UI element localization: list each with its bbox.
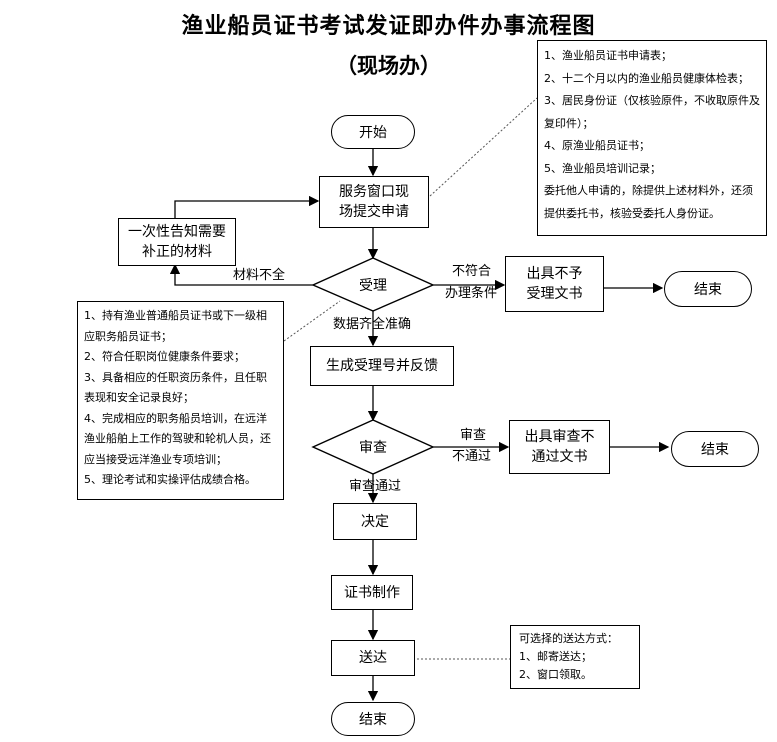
- materials-note-line: 委托他人申请的，除提供上述材料外，还须提供委托书，核验受委托人身份证。: [544, 184, 753, 220]
- edge-label-not-meet-2: 办理条件: [445, 286, 498, 301]
- leader-materials-note: [429, 97, 538, 197]
- deliver-box: 送达: [331, 640, 415, 676]
- arrow-notify-submit: [174, 195, 320, 218]
- edge-label-complete: 数据齐全准确: [333, 317, 412, 332]
- accept-diamond: [311, 257, 435, 312]
- conditions-note-line: 2、符合任职岗位健康条件要求；: [84, 350, 245, 363]
- review-diamond: [311, 419, 435, 475]
- leader-conditions-note: [283, 300, 341, 342]
- review-fail-document-box: 出具审查不通过文书: [509, 420, 610, 474]
- conditions-note-line: 1、持有渔业普通船员证书或下一级相应职务船员证书；: [84, 309, 267, 343]
- edge-label-review-fail-1: 审查: [460, 428, 487, 443]
- conditions-note: 1、持有渔业普通船员证书或下一级相应职务船员证书； 2、符合任职岗位健康条件要求…: [77, 301, 284, 500]
- produce-certificate-box: 证书制作: [331, 575, 413, 610]
- start-node: 开始: [331, 115, 415, 149]
- generate-number-box: 生成受理号并反馈: [310, 346, 454, 386]
- edge-label-review-fail-2: 不通过: [452, 449, 492, 464]
- conditions-note-line: 5、理论考试和实操评估成绩合格。: [84, 473, 256, 486]
- notify-supplement-box: 一次性告知需要补正的材料: [118, 218, 236, 266]
- delivery-note: 可选择的送达方式： 1、邮寄送达； 2、窗口领取。: [510, 625, 640, 689]
- decide-box: 决定: [333, 503, 417, 540]
- submit-application-box: 服务窗口现场提交申请: [319, 176, 429, 228]
- page-title: 渔业船员证书考试发证即办件办事流程图: [181, 13, 596, 39]
- edge-label-review-pass: 审查通过: [349, 479, 402, 494]
- materials-note: 1、渔业船员证书申请表； 2、十二个月以内的渔业船员健康体检表； 3、居民身份证…: [537, 40, 767, 236]
- reject-document-box: 出具不予受理文书: [505, 256, 604, 312]
- page-subtitle: （现场办）: [336, 53, 441, 78]
- end-node-reject: 结束: [664, 271, 752, 307]
- conditions-note-line: 4、完成相应的职务船员培训，在远洋渔业船舶上工作的驾驶和轮机人员，还应当接受远洋…: [84, 411, 271, 466]
- materials-note-line: 3、居民身份证（仅核验原件，不收取原件及复印件）；: [544, 94, 760, 130]
- materials-note-line: 2、十二个月以内的渔业船员健康体检表；: [544, 71, 749, 85]
- end-node-final: 结束: [331, 702, 415, 736]
- delivery-note-line: 2、窗口领取。: [519, 668, 592, 681]
- materials-note-line: 4、原渔业船员证书；: [544, 139, 650, 152]
- materials-note-line: 1、渔业船员证书申请表；: [544, 49, 672, 62]
- edge-label-incomplete: 材料不全: [233, 268, 286, 283]
- arrow-accept-notify: [169, 263, 313, 286]
- end-node-review-fail: 结束: [671, 431, 759, 467]
- accept-decision-label: 受理: [359, 277, 387, 294]
- conditions-note-line: 3、具备相应的任职资历条件，且任职表现和安全记录良好；: [84, 370, 267, 405]
- delivery-note-line: 1、邮寄送达；: [519, 650, 592, 663]
- delivery-note-line: 可选择的送达方式：: [519, 632, 618, 645]
- review-decision-label: 审查: [359, 440, 387, 456]
- materials-note-line: 5、渔业船员培训记录；: [544, 161, 661, 175]
- edge-label-not-meet-1: 不符合: [452, 264, 492, 279]
